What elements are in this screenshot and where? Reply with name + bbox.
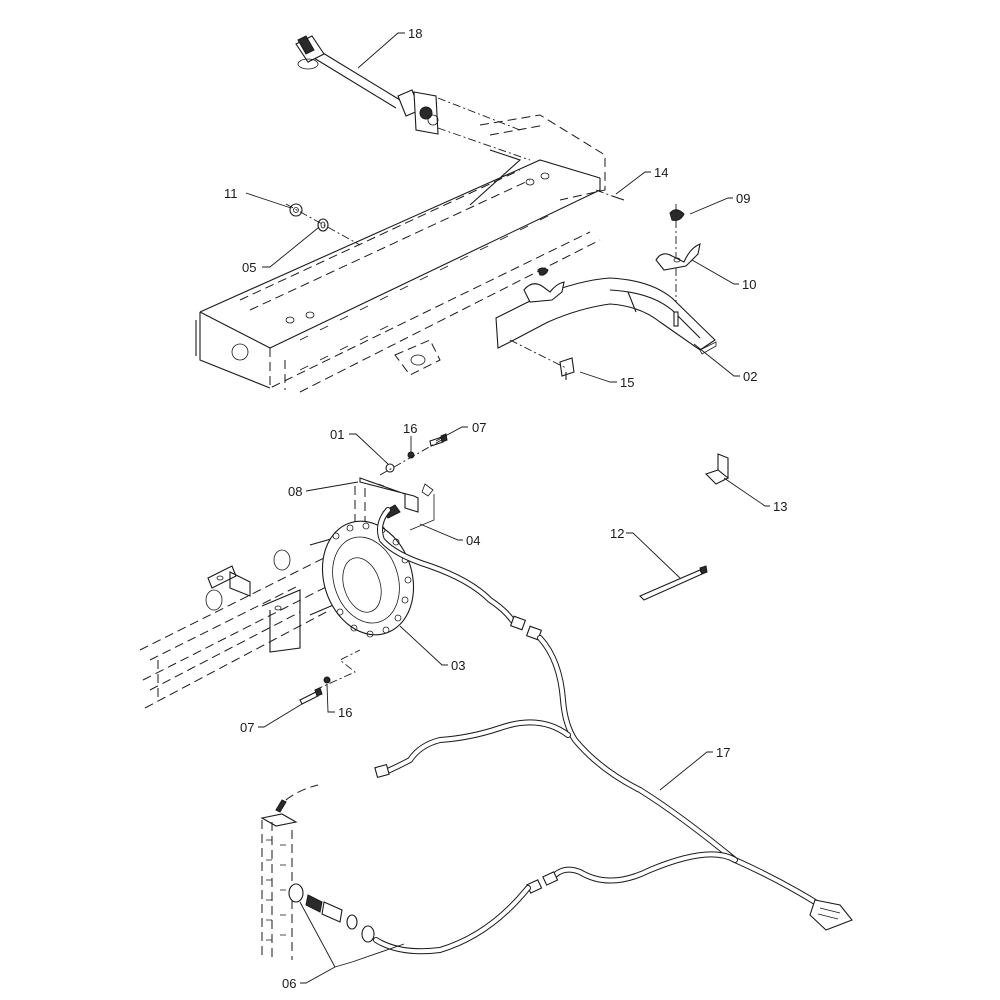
harness-end-connector-icon	[374, 763, 390, 779]
callout-04: 04	[466, 533, 481, 548]
callout-10: 10	[742, 277, 757, 292]
multi-pin-connector-icon	[809, 899, 853, 931]
part-01-nut	[385, 463, 395, 473]
callout-15: 15	[620, 375, 635, 390]
part-03-hub-flange	[321, 520, 415, 638]
callout-03: 03	[451, 658, 466, 673]
leader-lines	[245, 32, 770, 984]
callout-17: 17	[716, 745, 731, 760]
part-08-sensor-bracket	[359, 477, 419, 513]
callout-12: 12	[610, 526, 625, 541]
lower-axle-beam	[139, 534, 346, 709]
part-06-bulkhead-connector	[288, 883, 531, 955]
part-05-washer	[317, 218, 329, 232]
part-14-pin	[595, 189, 625, 201]
callout-09: 09	[736, 191, 751, 206]
callout-08: 08	[288, 484, 303, 499]
callout-07-lower: 07	[240, 720, 255, 735]
callout-11: 11	[224, 186, 238, 201]
harness-inline-connector-icon	[526, 871, 559, 894]
vertical-post	[260, 784, 319, 962]
callout-16-upper: 16	[403, 421, 418, 436]
part-13-angle-bracket	[704, 453, 730, 485]
callout-14: 14	[654, 165, 669, 180]
part-09-wing-nut	[669, 209, 685, 221]
callout-05: 05	[242, 260, 257, 275]
upper-frame-beam	[195, 114, 606, 393]
part-07-screw-lower	[299, 687, 323, 705]
callout-18: 18	[408, 26, 423, 41]
part-10-clamp	[655, 243, 701, 271]
part-02-bracket	[495, 267, 717, 355]
callout-06: 06	[282, 976, 297, 991]
part-12-cable-tie	[639, 565, 708, 601]
part-17-wiring-harness	[374, 507, 853, 931]
connector-plug-icon	[295, 35, 325, 70]
callout-13: 13	[773, 499, 788, 514]
callout-07-upper: 07	[472, 420, 487, 435]
callout-01: 01	[330, 427, 345, 442]
callout-16-lower: 16	[338, 705, 353, 720]
part-18-cable-assembly	[295, 35, 531, 161]
callout-02: 02	[743, 369, 758, 384]
part-16-nut-lower	[323, 676, 331, 684]
harness-connector-icon	[509, 615, 543, 641]
flange-plate-icon	[413, 91, 439, 135]
part-15-bolt	[559, 357, 575, 380]
